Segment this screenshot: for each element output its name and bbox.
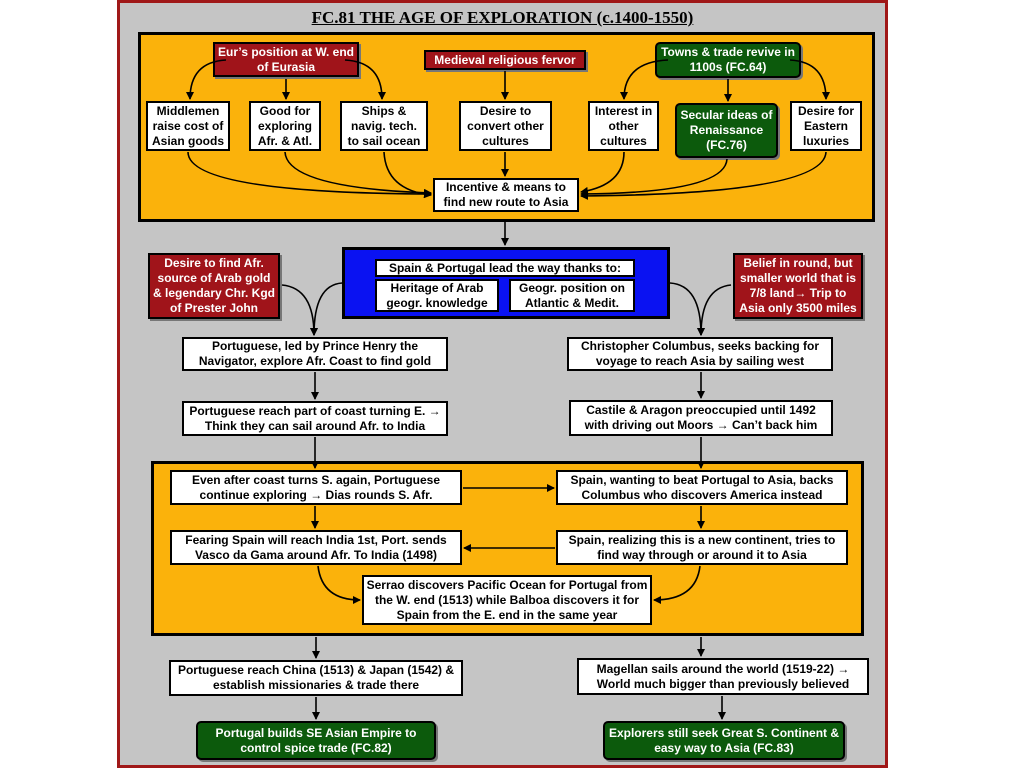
incentive-box: Incentive & means to find new route to A… — [433, 178, 579, 212]
factor-middlemen: Middlemen raise cost of Asian goods — [146, 101, 230, 151]
prince-henry-box: Portuguese, led by Prince Henry the Navi… — [182, 337, 448, 371]
factor-interest-cultures: Interest in other cultures — [588, 101, 659, 151]
geogr-position-box: Geogr. position on Atlantic & Medit. — [509, 279, 635, 312]
heritage-box: Heritage of Arab geogr. knowledge — [375, 279, 499, 312]
factor-good-for-exploring: Good for exploring Afr. & Atl. — [249, 101, 321, 151]
new-continent-box: Spain, realizing this is a new continent… — [556, 530, 848, 565]
factor-secular-ideas: Secular ideas of Renaissance (FC.76) — [675, 103, 778, 158]
magellan-box: Magellan sails around the world (1519-22… — [577, 658, 869, 695]
great-s-continent-box: Explorers still seek Great S. Continent … — [603, 721, 845, 760]
belief-round-box: Belief in round, but smaller world that … — [733, 253, 863, 319]
serrao-balboa-box: Serrao discovers Pacific Ocean for Portu… — [362, 575, 652, 625]
columbus-box: Christopher Columbus, seeks backing for … — [567, 337, 833, 371]
factor-ships-tech: Ships & navig. tech. to sail ocean — [340, 101, 428, 151]
cause-eur-position: Eur’s position at W. end of Eurasia — [213, 42, 359, 77]
lead-title: Spain & Portugal lead the way thanks to: — [375, 259, 635, 277]
china-japan-box: Portuguese reach China (1513) & Japan (1… — [169, 660, 463, 696]
coast-turning-box: Portuguese reach part of coast turning E… — [182, 401, 448, 436]
dias-box: Even after coast turns S. again, Portugu… — [170, 470, 462, 505]
se-asian-empire-box: Portugal builds SE Asian Empire to contr… — [196, 721, 436, 760]
factor-desire-convert: Desire to convert other cultures — [459, 101, 552, 151]
factor-desire-luxuries: Desire for Eastern luxuries — [790, 101, 862, 151]
backs-columbus-box: Spain, wanting to beat Portugal to Asia,… — [556, 470, 848, 505]
cause-towns-trade: Towns & trade revive in 1100s (FC.64) — [655, 42, 801, 78]
castile-aragon-box: Castile & Aragon preoccupied until 1492 … — [569, 400, 833, 436]
page-title: FC.81 THE AGE OF EXPLORATION (c.1400-155… — [311, 8, 694, 27]
cause-religious-fervor: Medieval religious fervor — [424, 50, 586, 70]
desire-gold-box: Desire to find Afr. source of Arab gold … — [148, 253, 280, 319]
da-gama-box: Fearing Spain will reach India 1st, Port… — [170, 530, 462, 565]
